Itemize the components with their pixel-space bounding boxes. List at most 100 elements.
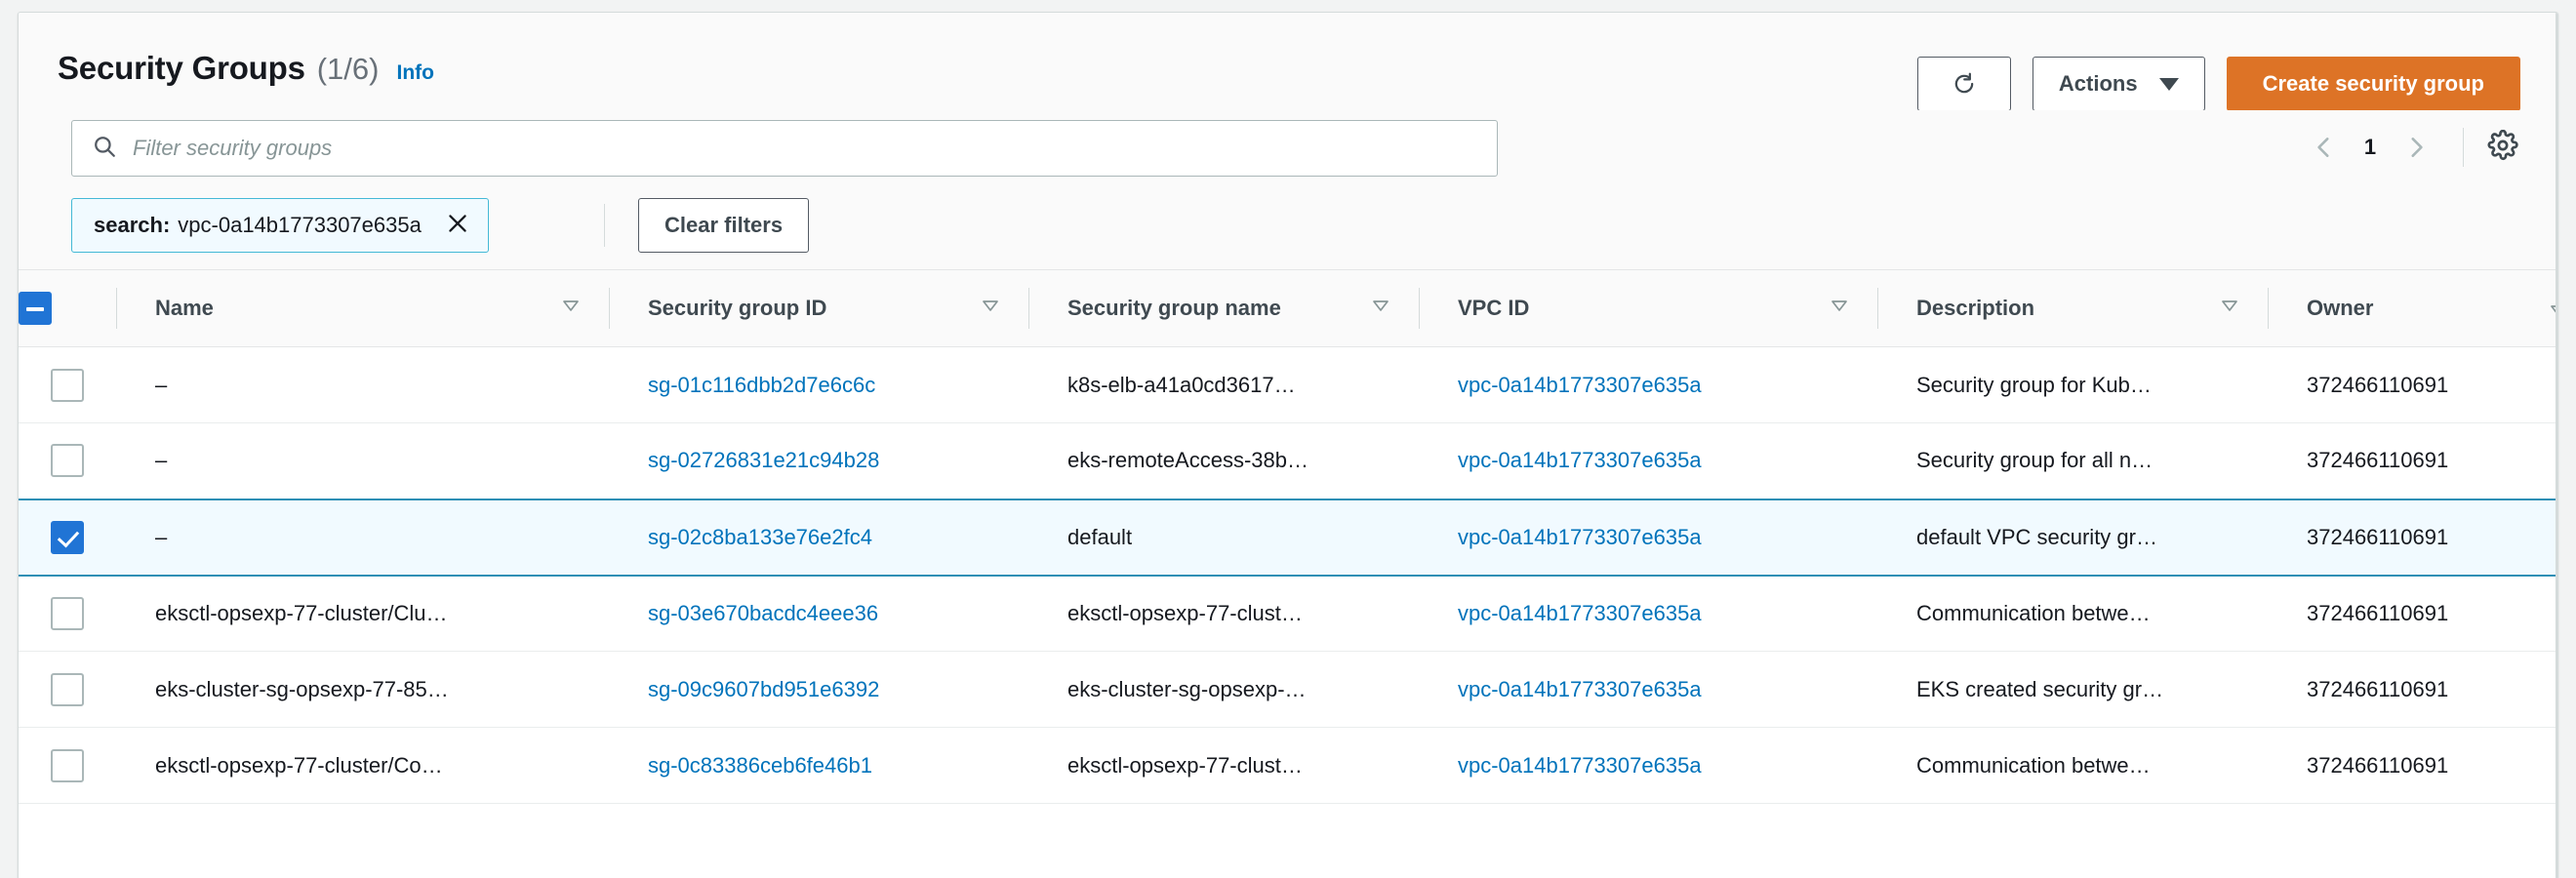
clear-filters-label: Clear filters [664,213,784,237]
cell-security-group-id-text[interactable]: sg-09c9607bd951e6392 [648,676,880,701]
selection-count: (1/6) [316,52,380,86]
cell-security-group-id-text[interactable]: sg-02726831e21c94b28 [648,448,880,473]
table-row[interactable]: eks-cluster-sg-opsexp-77-85… sg-09c9607bd… [19,651,2557,728]
table-row[interactable]: eksctl-opsexp-77-cluster/Clu…sg-03e670ba… [19,575,2557,652]
cell-vpc-id: vpc-0a14b1773307e635a [1419,575,1877,652]
cell-vpc-id-text[interactable]: vpc-0a14b1773307e635a [1458,448,1702,473]
cell-owner-text: 372466110691 [2307,372,2449,397]
cell-security-group-name-text: default [1067,524,1133,549]
row-checkbox[interactable] [51,520,84,554]
filter-token-row: search: vpc-0a14b1773307e635a Clear filt… [19,190,2557,270]
cell-security-group-id: sg-09c9607bd951e6392 [609,651,1028,728]
filter-token-label: search: [94,213,171,237]
cell-name-text: – [155,524,168,549]
cell-security-group-name: eks-remoteAccess-38b… [1028,422,1419,499]
cell-security-group-id: sg-02c8ba133e76e2fc4 [609,498,1028,577]
header-actions: Actions Create security group [1916,57,2520,111]
row-select-cell [19,498,116,577]
pagination-page-1[interactable]: 1 [2363,135,2377,159]
cell-vpc-id-text[interactable]: vpc-0a14b1773307e635a [1458,600,1702,625]
cell-security-group-name-text: eks-cluster-sg-opsexp-… [1067,676,1307,701]
table-row[interactable]: – sg-02726831e21c94b28 eks-remoteAccess-38… [19,422,2557,499]
cell-description-text: Security group for Kub… [1916,372,2152,397]
column-header-security-group-name[interactable]: Security group name [1028,270,1419,347]
column-divider [1877,288,1878,329]
cell-security-group-name-text: eksctl-opsexp-77-clust… [1067,752,1303,778]
cell-security-group-name: eks-cluster-sg-opsexp-… [1028,651,1419,728]
column-divider [609,288,610,329]
cell-name-text: eksctl-opsexp-77-cluster/Co… [155,752,443,778]
pagination-prev-button[interactable] [2301,124,2348,171]
filter-token-remove-button[interactable] [443,209,472,243]
cell-security-group-id-text[interactable]: sg-02c8ba133e76e2fc4 [648,524,872,549]
table-row[interactable]: eksctl-opsexp-77-cluster/Co… sg-0c83386ce… [19,727,2557,804]
cell-security-group-id-text[interactable]: sg-03e670bacdc4eee36 [648,600,879,625]
sort-icon [2219,295,2240,322]
cell-vpc-id-text[interactable]: vpc-0a14b1773307e635a [1458,752,1702,778]
cell-security-group-name: k8s-elb-a41a0cd3617… [1028,346,1419,423]
sort-icon [980,295,1001,322]
sort-icon [1370,295,1391,322]
column-header-name[interactable]: Name [116,270,609,347]
cell-name-text: – [155,372,168,397]
cell-owner-text: 372466110691 [2307,448,2449,473]
card-header: Security Groups (1/6) Info Actions [19,13,2557,111]
row-checkbox[interactable] [51,672,84,706]
cell-security-group-id: sg-01c116dbb2d7e6c6c [609,346,1028,423]
cell-name: eksctl-opsexp-77-cluster/Co… [116,727,609,804]
row-select-cell [19,727,116,804]
cell-description-text: Communication betwe… [1916,600,2151,625]
search-input[interactable]: Filter security groups [71,120,1498,177]
info-link[interactable]: Info [396,61,434,84]
table-row[interactable]: – sg-01c116dbb2d7e6c6c k8s-elb-a41a0cd3617… [19,346,2557,423]
cell-security-group-id: sg-03e670bacdc4eee36 [609,575,1028,652]
security-groups-card: Security Groups (1/6) Info Actions [18,12,2558,878]
cell-description: EKS created security gr… [1877,651,2268,728]
cell-security-group-name-text: eksctl-opsexp-77-clust… [1067,600,1303,625]
cell-owner-text: 372466110691 [2307,676,2449,701]
table-body: – sg-01c116dbb2d7e6c6c k8s-elb-a41a0cd3617… [19,346,2557,804]
cell-security-group-id: sg-02726831e21c94b28 [609,422,1028,499]
cell-vpc-id-text[interactable]: vpc-0a14b1773307e635a [1458,676,1702,701]
cell-name: – [116,422,609,499]
row-checkbox[interactable] [51,444,84,478]
refresh-icon [1951,70,1978,98]
column-header-name-label: Name [155,296,214,320]
cell-vpc-id-text[interactable]: vpc-0a14b1773307e635a [1458,372,1702,397]
cell-security-group-id-text[interactable]: sg-0c83386ceb6fe46b1 [648,752,872,778]
column-header-vpc-id[interactable]: VPC ID [1419,270,1877,347]
column-header-security-group-id[interactable]: Security group ID [609,270,1028,347]
column-header-description[interactable]: Description [1877,270,2268,347]
refresh-button[interactable] [1916,57,2011,111]
cell-description-text: Communication betwe… [1916,752,2151,778]
pagination-next-button[interactable] [2393,124,2439,171]
search-row: Filter security groups 1 [19,110,2557,190]
filter-token-value: vpc-0a14b1773307e635a [178,213,422,237]
actions-dropdown-button[interactable]: Actions [2032,57,2205,111]
row-select-cell [19,346,116,423]
cell-security-group-name: default [1028,498,1419,577]
table-preferences-button[interactable] [2487,129,2518,166]
create-security-group-button[interactable]: Create security group [2226,57,2520,111]
cell-description-text: Security group for all n… [1916,448,2153,473]
row-checkbox[interactable] [51,748,84,782]
column-header-security-group-id-label: Security group ID [648,296,827,320]
table-row[interactable]: – sg-02c8ba133e76e2fc4 default vpc-0a14b177… [19,498,2557,577]
column-header-owner[interactable]: Owner [2268,270,2557,347]
cell-description: Security group for Kub… [1877,346,2268,423]
cell-vpc-id-text[interactable]: vpc-0a14b1773307e635a [1458,524,1702,549]
cell-security-group-id-text[interactable]: sg-01c116dbb2d7e6c6c [648,372,876,397]
cell-security-group-name-text: eks-remoteAccess-38b… [1067,448,1308,473]
cell-description-text: default VPC security gr… [1916,524,2157,549]
row-checkbox[interactable] [51,596,84,630]
gear-icon [2487,129,2518,166]
cell-name: eks-cluster-sg-opsexp-77-85… [116,651,609,728]
select-all-checkbox[interactable] [19,292,52,325]
row-checkbox[interactable] [51,368,84,402]
table-vertical-scrollbar[interactable] [2556,13,2557,878]
cell-name-text: eks-cluster-sg-opsexp-77-85… [155,676,449,701]
clear-filters-button[interactable]: Clear filters [638,198,810,253]
cell-owner: 372466110691 [2268,651,2557,728]
cell-owner: 372466110691 [2268,346,2557,423]
